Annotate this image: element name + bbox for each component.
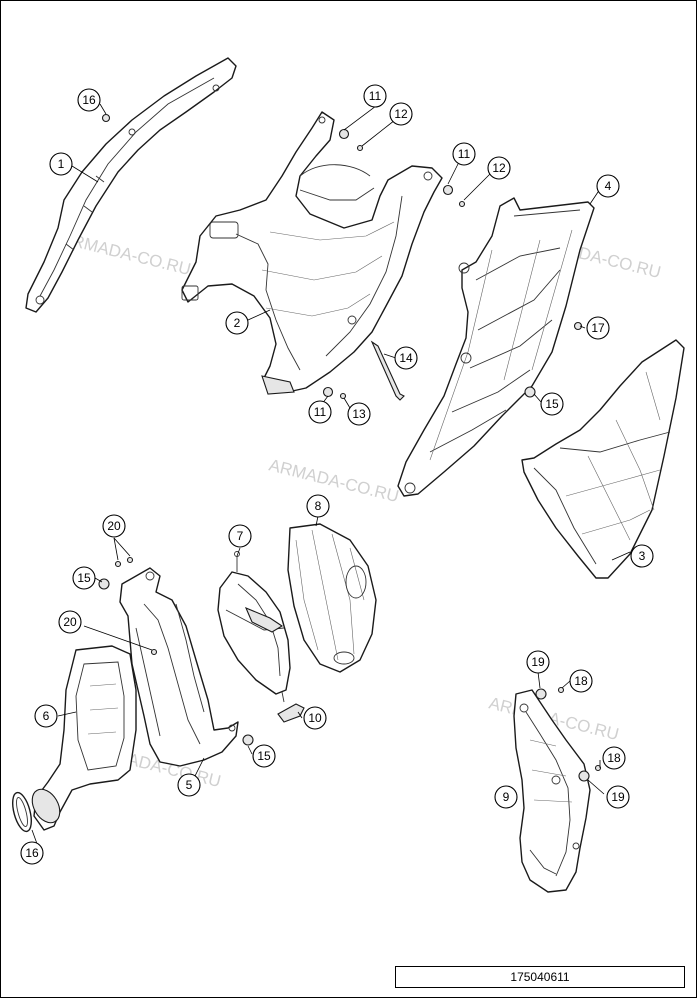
- callout-6: 6: [34, 704, 58, 728]
- callout-15-bottom: 15: [252, 744, 276, 768]
- callout-19-bottom: 19: [606, 785, 630, 809]
- fasteners: [98, 113, 602, 782]
- svg-text:15: 15: [257, 749, 271, 763]
- screw-12a: [356, 144, 364, 152]
- callout-7: 7: [228, 524, 252, 548]
- screw-20b: [126, 556, 134, 564]
- callout-20-top: 20: [102, 514, 126, 538]
- part-6-intake-boot: [31, 645, 137, 831]
- callout-15-right: 15: [540, 392, 564, 416]
- svg-text:13: 13: [352, 407, 366, 421]
- grommet-15c: [242, 734, 254, 746]
- drawing-code-box: 175040611: [395, 966, 685, 988]
- callout-15-left: 15: [72, 566, 96, 590]
- screw-12b: [458, 200, 466, 208]
- svg-text:11: 11: [369, 89, 382, 103]
- svg-text:18: 18: [607, 751, 621, 765]
- callout-20-mid: 20: [58, 610, 82, 634]
- part-7-filter-cage: [217, 551, 291, 703]
- callouts: 16 1 11 12 11 12 4 2 17 14 15 11 13 3 8 …: [20, 84, 654, 865]
- screw-20c: [150, 648, 158, 656]
- screw-16b: [573, 321, 583, 331]
- part-10-clip: [277, 703, 305, 723]
- screw-18b: [594, 764, 602, 772]
- part-17-clamp-ring: [11, 791, 33, 833]
- callout-12-top: 12: [389, 102, 413, 126]
- callout-16-right: 17: [586, 316, 610, 340]
- svg-text:14: 14: [399, 351, 413, 365]
- part-1-side-cover-strip: [25, 57, 237, 313]
- washer-11b: [442, 184, 454, 196]
- svg-text:16: 16: [82, 93, 96, 107]
- svg-text:11: 11: [314, 405, 327, 419]
- callout-2: 2: [225, 311, 249, 335]
- watermark-3: ARMADA-CO.RU: [267, 455, 401, 506]
- svg-text:19: 19: [531, 655, 545, 669]
- part-4-right-side-cover: [397, 197, 595, 497]
- svg-text:3: 3: [639, 549, 646, 563]
- callout-1: 1: [49, 152, 73, 176]
- svg-text:16: 16: [25, 846, 39, 860]
- callout-4: 4: [596, 174, 620, 198]
- screw-16a: [101, 113, 111, 123]
- part-8-air-filter: [287, 523, 377, 673]
- callout-11-mid: 11: [452, 142, 476, 166]
- callout-5: 5: [177, 773, 201, 797]
- svg-text:9: 9: [503, 790, 510, 804]
- callout-18-bottom: 18: [602, 746, 626, 770]
- svg-text:10: 10: [308, 711, 322, 725]
- svg-text:1: 1: [58, 157, 65, 171]
- svg-text:8: 8: [315, 499, 322, 513]
- callout-8: 8: [306, 494, 330, 518]
- grommet-15a: [524, 386, 536, 398]
- svg-text:20: 20: [107, 519, 121, 533]
- svg-text:12: 12: [394, 107, 408, 121]
- drawing-code: 175040611: [510, 970, 570, 984]
- part-9-tail-bracket: [513, 689, 591, 893]
- part-3-side-plate: [521, 339, 685, 579]
- svg-text:17: 17: [591, 321, 605, 335]
- callout-14: 14: [394, 346, 418, 370]
- callout-11-bottom: 11: [308, 400, 332, 424]
- callout-10: 10: [303, 706, 327, 730]
- screw-18a: [557, 686, 565, 694]
- screw-20a: [114, 560, 122, 568]
- svg-text:2: 2: [234, 316, 241, 330]
- grommet-15b: [98, 578, 110, 590]
- callout-3: 3: [630, 544, 654, 568]
- bolt-14: [370, 340, 405, 401]
- part-2-airbox-frame: [181, 111, 443, 395]
- callout-13: 13: [347, 402, 371, 426]
- washer-11c: [322, 386, 334, 398]
- washer-11a: [338, 128, 350, 140]
- grommet-19a: [535, 688, 547, 700]
- svg-text:20: 20: [63, 615, 77, 629]
- callout-11-top: 11: [363, 84, 387, 108]
- callout-16-top: 16: [77, 88, 101, 112]
- callout-17: 16: [20, 841, 44, 865]
- callout-9: 9: [494, 785, 518, 809]
- svg-text:19: 19: [611, 790, 625, 804]
- svg-text:15: 15: [77, 571, 91, 585]
- grommet-19b: [578, 770, 590, 782]
- svg-text:5: 5: [186, 778, 193, 792]
- svg-text:12: 12: [492, 161, 506, 175]
- svg-text:11: 11: [458, 147, 471, 161]
- callout-18-top: 18: [569, 669, 593, 693]
- callout-19-top: 19: [526, 650, 550, 674]
- svg-text:4: 4: [605, 179, 612, 193]
- svg-text:18: 18: [574, 674, 588, 688]
- svg-text:6: 6: [43, 709, 50, 723]
- svg-text:7: 7: [237, 529, 244, 543]
- callout-12-mid: 12: [487, 156, 511, 180]
- svg-text:15: 15: [545, 397, 559, 411]
- screw-13: [339, 392, 347, 400]
